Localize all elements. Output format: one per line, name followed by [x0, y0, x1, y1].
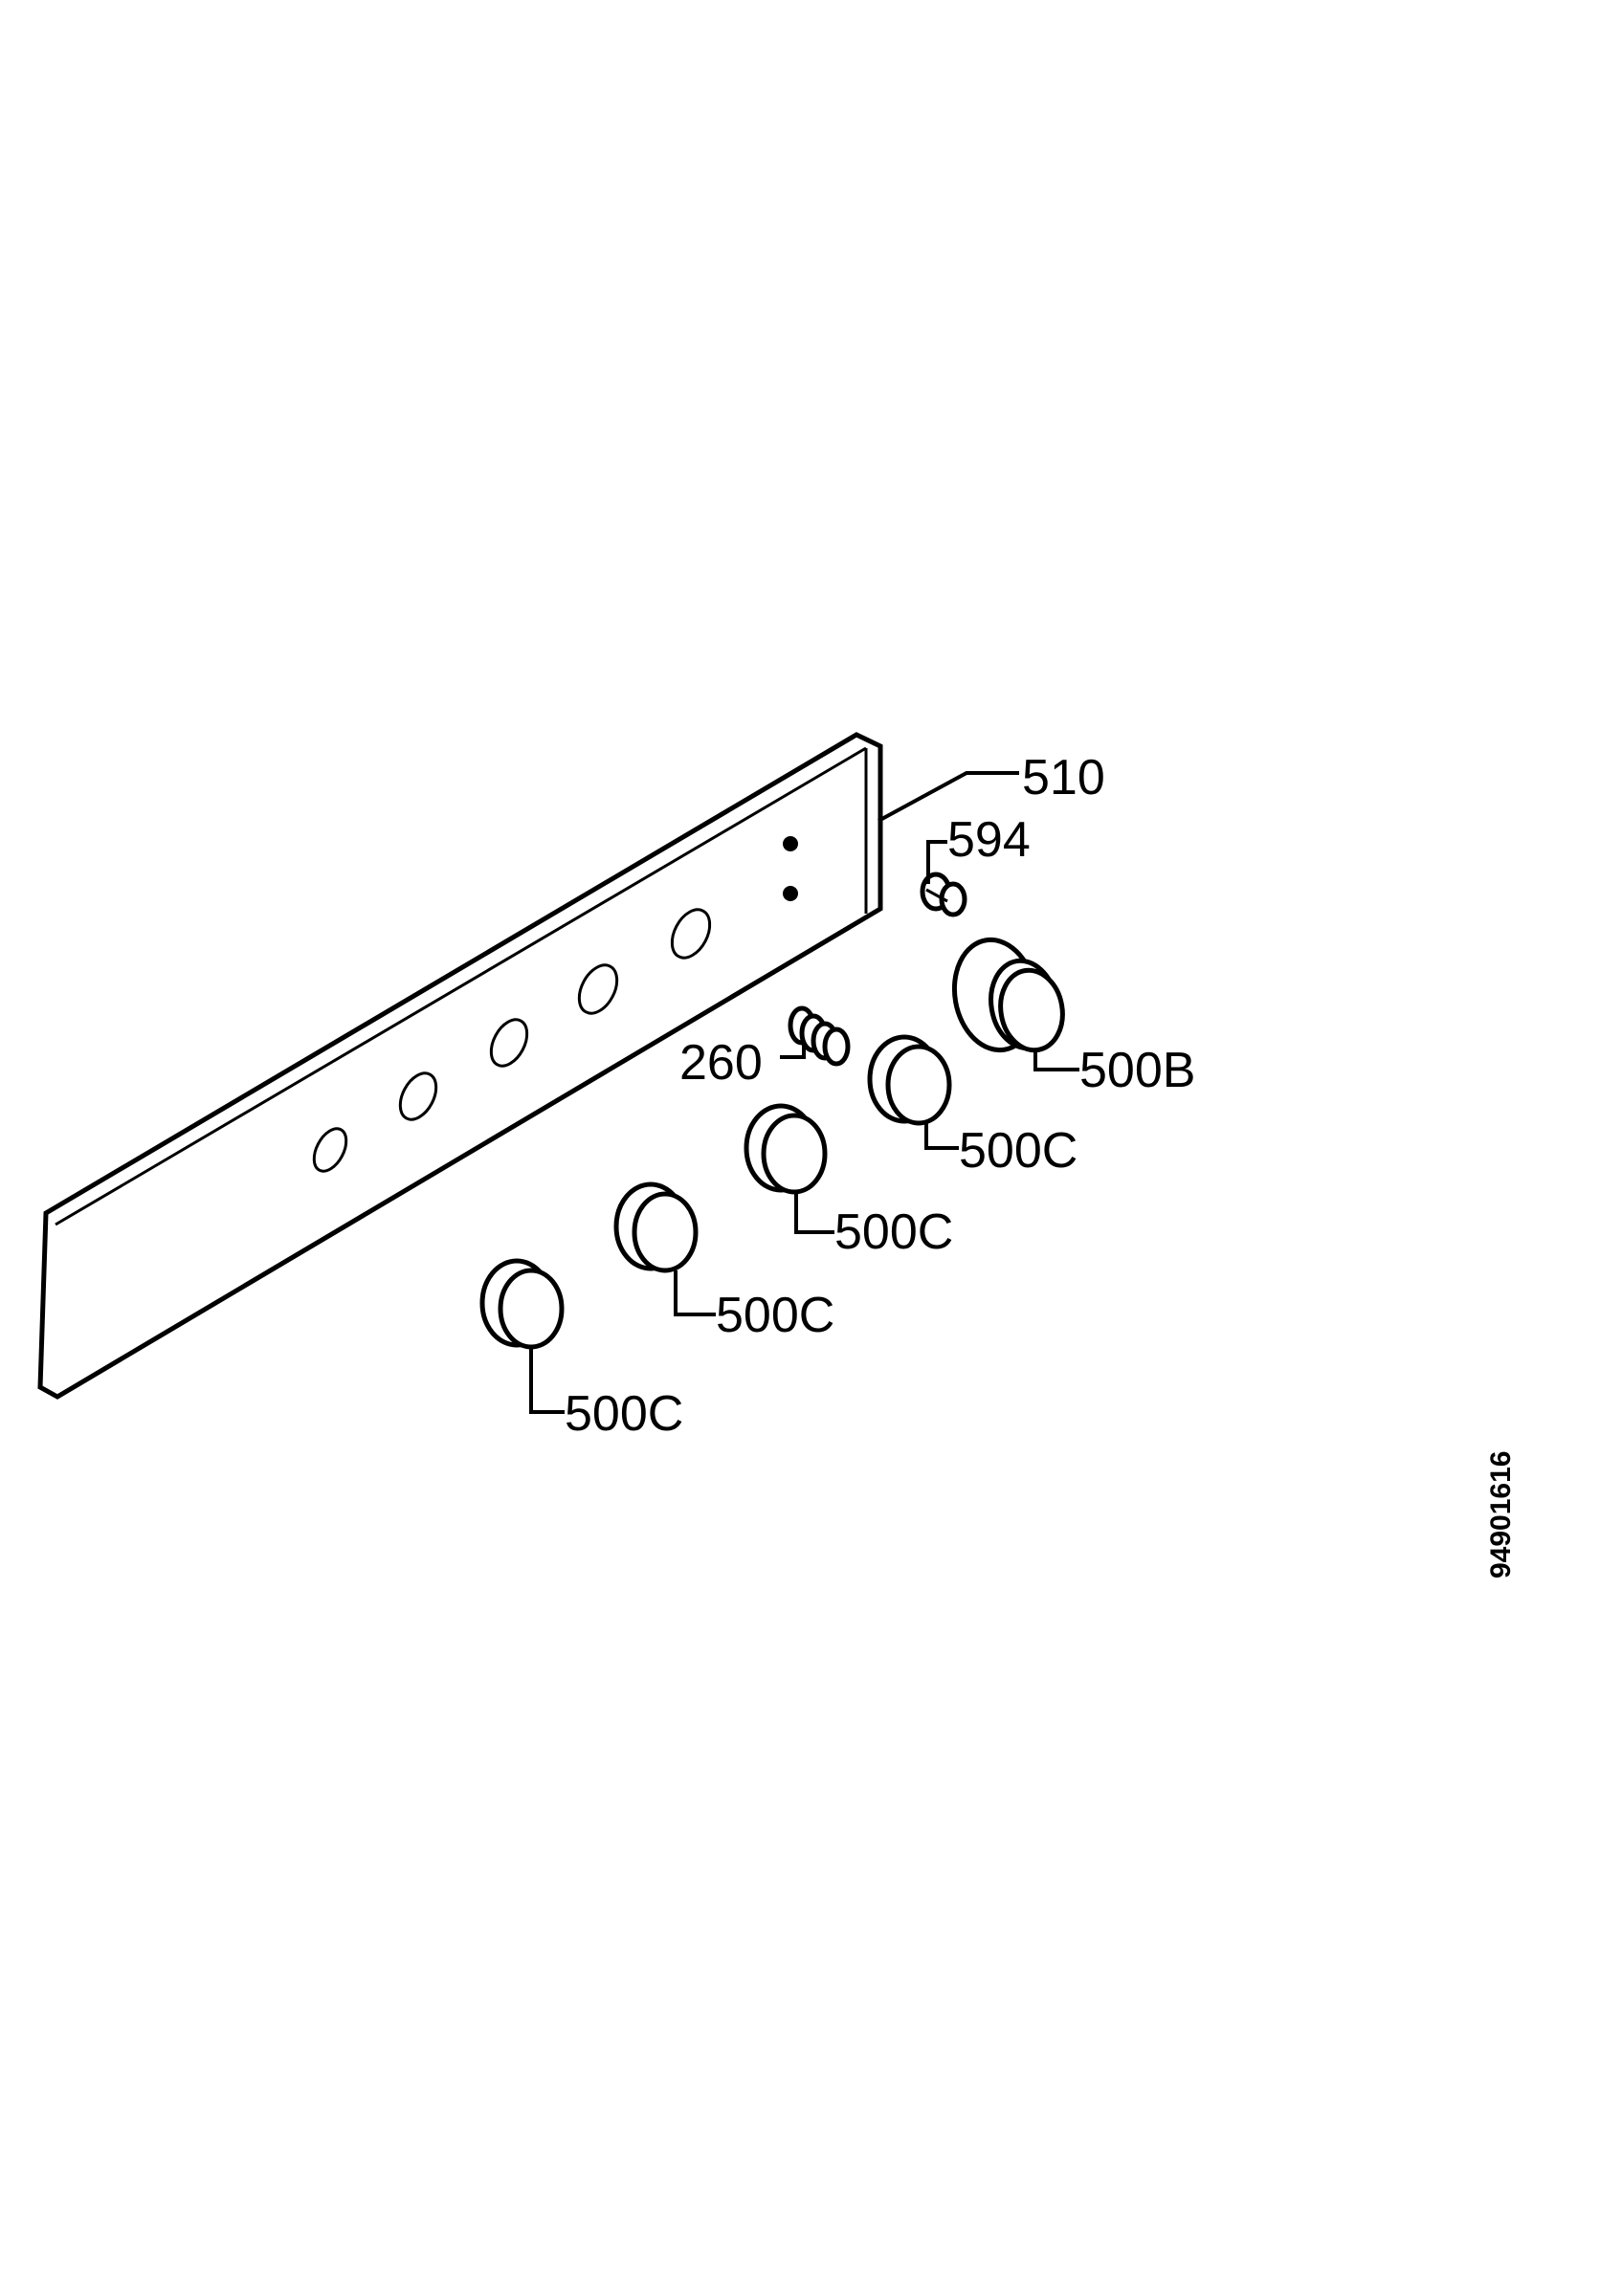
- label-500C-3: 500C: [716, 1288, 834, 1343]
- knob-4: [479, 1258, 565, 1350]
- panel-hole-3: [489, 1018, 529, 1068]
- leader-500C-4: [529, 1347, 565, 1414]
- knob-2: [744, 1103, 828, 1195]
- leader-500B: [1033, 1050, 1079, 1071]
- knob-3: [613, 1181, 699, 1273]
- label-594: 594: [947, 812, 1031, 868]
- label-260: 260: [679, 1035, 763, 1091]
- leader-260: [780, 1043, 806, 1059]
- control-panel: [37, 732, 883, 1400]
- panel-hole-1: [312, 1127, 348, 1173]
- leader-500C-3: [674, 1270, 716, 1316]
- label-500C-2: 500C: [834, 1204, 953, 1260]
- label-500C-4: 500C: [565, 1386, 683, 1442]
- panel-hole-4: [577, 963, 619, 1015]
- panel-hole-small-2: [783, 886, 798, 901]
- panel-hole-5: [670, 908, 712, 960]
- leader-510: [878, 771, 1019, 823]
- spring-part: [788, 1005, 851, 1067]
- knob-1: [867, 1034, 952, 1126]
- label-510: 510: [1022, 750, 1105, 806]
- leader-500C-1: [924, 1123, 959, 1150]
- panel-hole-small-1: [783, 836, 798, 851]
- label-500B: 500B: [1079, 1043, 1195, 1098]
- leader-500C-2: [794, 1192, 834, 1234]
- leader-594: [926, 840, 947, 884]
- document-id: 94901616: [1485, 1451, 1517, 1578]
- knob-large: [951, 937, 1065, 1053]
- label-500C-1: 500C: [959, 1123, 1078, 1179]
- panel-hole-2: [398, 1071, 438, 1121]
